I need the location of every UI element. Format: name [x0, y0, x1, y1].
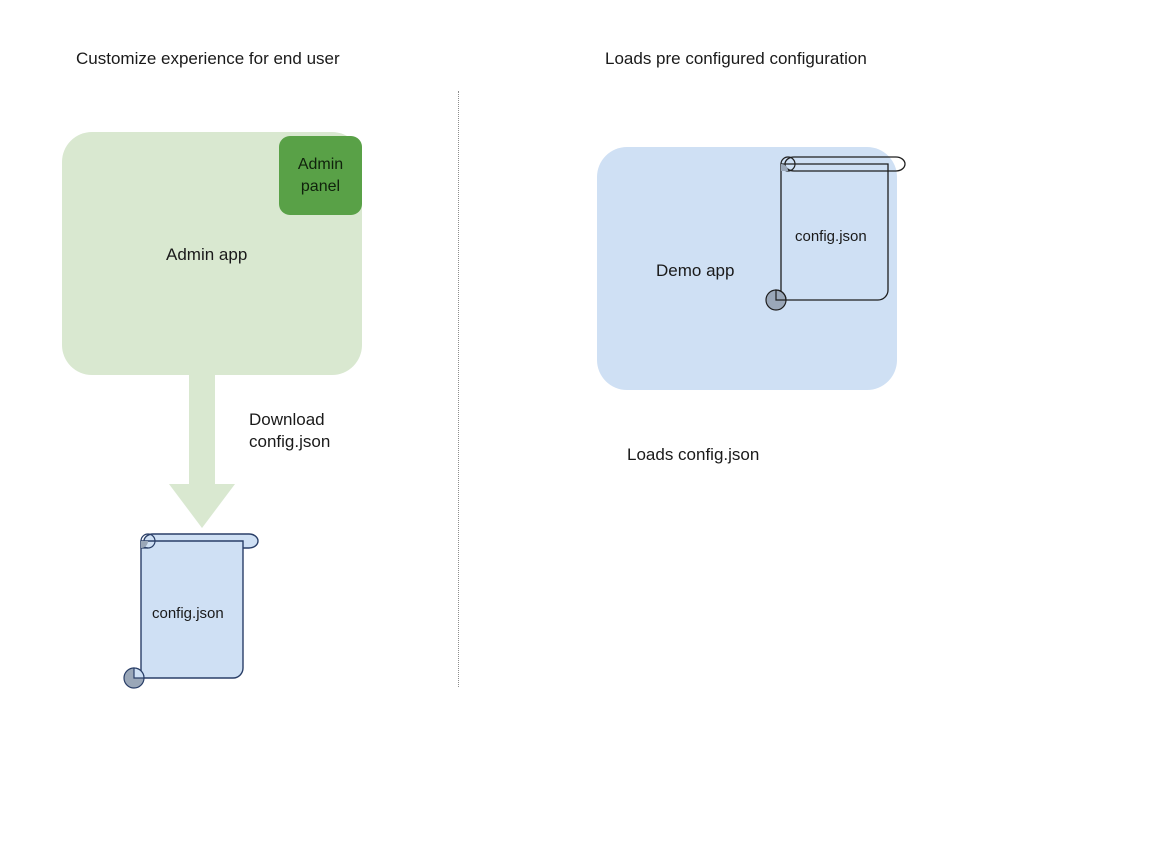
admin-panel-node[interactable]: Admin panel — [279, 136, 362, 215]
left-section-title: Customize experience for end user — [76, 49, 340, 68]
config-json-document-right[interactable] — [765, 152, 912, 311]
loads-config-note: Loads config.json — [627, 445, 760, 464]
admin-app-label: Admin app — [166, 245, 248, 264]
demo-app-label: Demo app — [656, 261, 735, 280]
section-divider — [458, 91, 459, 687]
config-json-caption-left: config.json — [152, 605, 224, 622]
download-arrow-label: Download config.json — [249, 410, 331, 451]
config-json-caption-right: config.json — [795, 228, 867, 245]
download-arrow-icon — [169, 368, 235, 528]
right-section-title: Loads pre configured configuration — [605, 49, 867, 68]
admin-panel-label: Admin panel — [297, 155, 344, 195]
config-json-document-left[interactable] — [121, 528, 266, 689]
demo-app-container — [597, 147, 897, 390]
